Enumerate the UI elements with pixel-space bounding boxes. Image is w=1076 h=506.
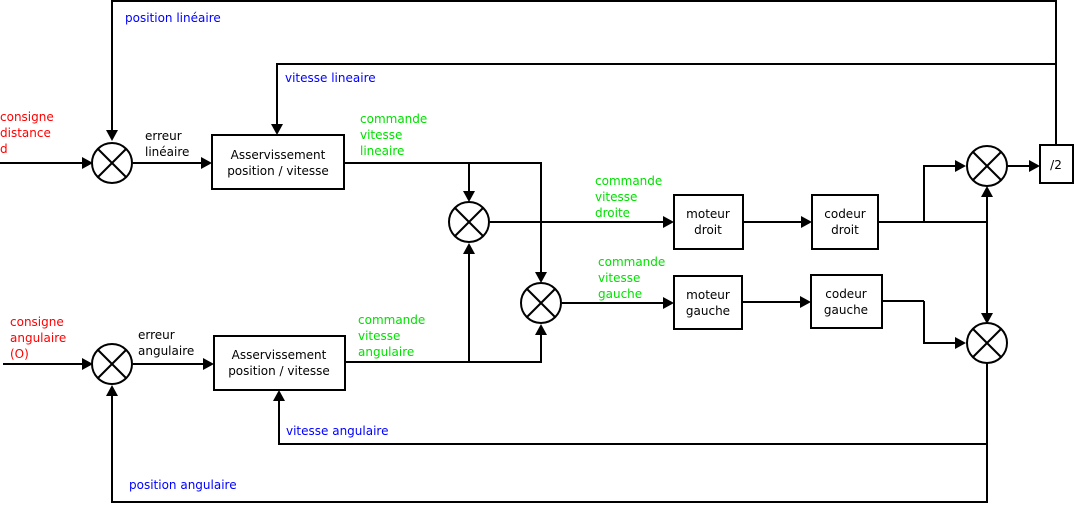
moteur-droit-block: moteur droit xyxy=(673,194,744,250)
codeur-gauche-line2: gauche xyxy=(824,303,868,317)
controller-block-top: Asservissement position / vitesse xyxy=(211,134,345,190)
command-droite-line2: vitesse xyxy=(595,190,637,204)
moteur-gauche-line2: gauche xyxy=(686,304,730,318)
codeur-droit-line2: droit xyxy=(831,223,859,237)
arrow-into-sum6-top xyxy=(981,313,993,324)
arrow-into-sum1-left xyxy=(82,157,93,169)
arrow-into-codeur-gauche xyxy=(800,296,811,308)
controller-top-line1: Asservissement xyxy=(231,148,326,162)
moteur-droit-line2: droit xyxy=(694,223,722,237)
moteur-gauche-block: moteur gauche xyxy=(673,275,743,330)
controller-bottom-line2: position / vitesse xyxy=(228,364,330,378)
controller-bottom-line1: Asservissement xyxy=(232,348,327,362)
command-lineaire-line1: commande xyxy=(360,112,427,126)
command-angulaire-line1: commande xyxy=(358,313,425,327)
codeur-droit-block: codeur droit xyxy=(811,194,879,250)
wire-vitesse-angulaire xyxy=(278,363,988,445)
arrow-into-divide xyxy=(1029,160,1040,172)
command-lineaire-line3: lineaire xyxy=(360,144,404,158)
arrowheads xyxy=(82,124,1040,401)
moteur-droit-line1: moteur xyxy=(686,207,730,221)
feedback-vitesse-angulaire-label: vitesse angulaire xyxy=(286,424,388,438)
moteur-gauche-line1: moteur xyxy=(686,288,730,302)
arrow-into-controller-bottom-vitesse xyxy=(273,390,285,401)
arrow-into-moteur-droit xyxy=(663,216,674,228)
arrow-into-sum1-top xyxy=(106,130,118,141)
error-lineaire-line1: erreur xyxy=(145,129,182,143)
controller-top-line2: position / vitesse xyxy=(227,164,329,178)
sum-junction-lineaire xyxy=(91,142,133,184)
command-angulaire-line3: angulaire xyxy=(358,345,414,359)
arrow-into-sum3-bottom xyxy=(463,243,475,254)
command-gauche-line2: vitesse xyxy=(598,271,640,285)
feedback-position-angulaire-label: position angulaire xyxy=(129,478,237,492)
input-angular-label: consigne angulaire (O) xyxy=(10,315,66,361)
command-gauche-line1: commande xyxy=(598,255,665,269)
feedback-vitesse-lineaire-label: vitesse lineaire xyxy=(285,71,376,85)
arrow-into-sum4-top xyxy=(535,272,547,283)
sum-junction-gauche xyxy=(520,282,562,324)
error-lineaire-line2: linéaire xyxy=(145,145,189,159)
codeur-gauche-line1: codeur xyxy=(825,287,867,301)
arrow-into-sum2-bottom xyxy=(106,385,118,396)
wire-position-lineaire xyxy=(111,0,1057,145)
sum-junction-angle xyxy=(966,322,1008,364)
arrow-into-sum5-bottom xyxy=(981,186,993,197)
arrow-into-sum6-left xyxy=(955,337,966,349)
error-angulaire-label: erreur angulaire xyxy=(138,328,194,358)
arrow-into-sum3-top xyxy=(463,191,475,202)
input-angular-line2: angulaire xyxy=(10,331,66,345)
arrow-into-sum2-left xyxy=(82,358,93,370)
command-droite-line3: droite xyxy=(595,206,630,220)
sum-junction-droite xyxy=(448,201,490,243)
input-angular-line3: (O) xyxy=(10,347,29,361)
command-droite-line1: commande xyxy=(595,174,662,188)
wire-vitesse-lineaire xyxy=(276,63,1056,128)
arrow-into-controller-top xyxy=(201,157,212,169)
sum-junction-angulaire xyxy=(91,343,133,385)
divide-block: /2 xyxy=(1039,144,1074,184)
input-distance-line1: consigne xyxy=(0,110,54,124)
wires xyxy=(0,0,1057,503)
command-lineaire-line2: vitesse xyxy=(360,128,402,142)
wire-gauche-to-sum6-left xyxy=(923,301,959,344)
input-distance-line2: distance xyxy=(0,126,51,140)
arrow-into-controller-bottom xyxy=(203,358,214,370)
error-lineaire-label: erreur linéaire xyxy=(145,129,189,159)
wire-droit-to-sum5-left xyxy=(923,165,959,222)
codeur-gauche-block: codeur gauche xyxy=(810,274,883,329)
sum-junction-position xyxy=(966,145,1008,187)
error-angulaire-line1: erreur xyxy=(138,328,175,342)
command-angulaire-label: commande vitesse angulaire xyxy=(358,313,425,359)
command-gauche-line3: gauche xyxy=(598,287,642,301)
controller-block-bottom: Asservissement position / vitesse xyxy=(213,335,346,391)
arrow-into-sum4-bottom xyxy=(535,324,547,335)
wire-cmd-angulaire xyxy=(345,332,542,363)
feedback-position-lineaire-label: position linéaire xyxy=(125,11,221,25)
command-lineaire-label: commande vitesse lineaire xyxy=(360,112,427,158)
wire-position-angulaire xyxy=(111,392,988,503)
divide-label: /2 xyxy=(1050,158,1062,172)
input-angular-line1: consigne xyxy=(10,315,64,329)
input-distance-label: consigne distance d xyxy=(0,110,54,156)
command-droite-label: commande vitesse droite xyxy=(595,174,662,220)
input-distance-line3: d xyxy=(0,142,8,156)
arrow-into-moteur-gauche xyxy=(663,297,674,309)
arrow-into-codeur-droit xyxy=(801,216,812,228)
error-angulaire-line2: angulaire xyxy=(138,344,194,358)
arrow-into-sum5-left xyxy=(955,160,966,172)
arrow-into-controller-top-vitesse xyxy=(271,124,283,135)
command-angulaire-line2: vitesse xyxy=(358,329,400,343)
command-gauche-label: commande vitesse gauche xyxy=(598,255,665,301)
wire-cmd-lineaire xyxy=(344,162,542,275)
codeur-droit-line1: codeur xyxy=(824,207,866,221)
